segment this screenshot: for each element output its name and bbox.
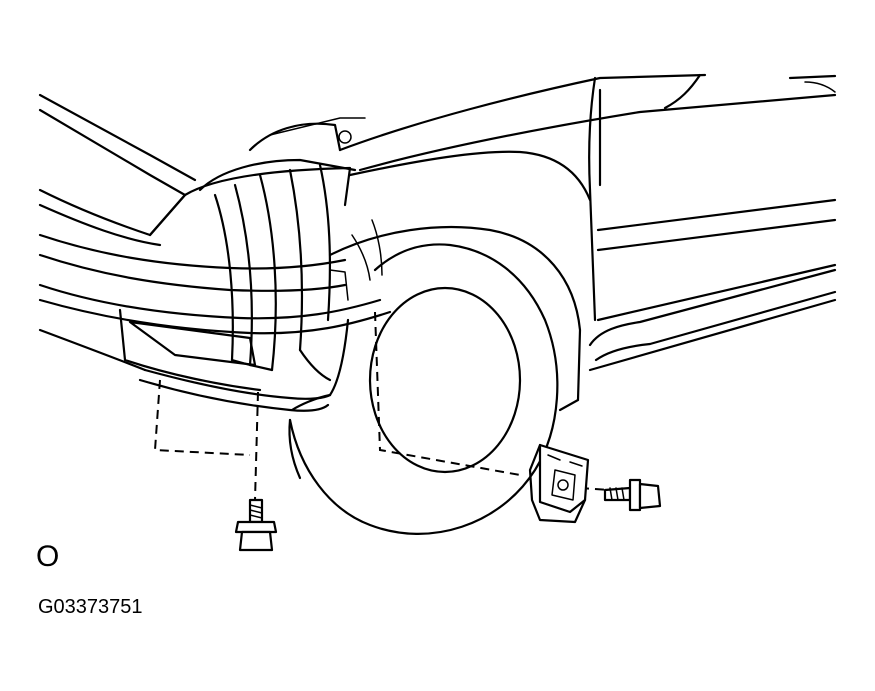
bolt-lower <box>234 498 278 552</box>
front-bumper <box>38 166 392 412</box>
bolt-side <box>603 478 662 512</box>
fender-liner <box>198 117 383 382</box>
vehicle-front-body <box>38 73 837 412</box>
figure-code: G03373751 <box>38 596 143 618</box>
bumper-bracket <box>528 443 590 524</box>
tire <box>288 243 559 535</box>
diagram-symbol: O <box>36 540 60 573</box>
